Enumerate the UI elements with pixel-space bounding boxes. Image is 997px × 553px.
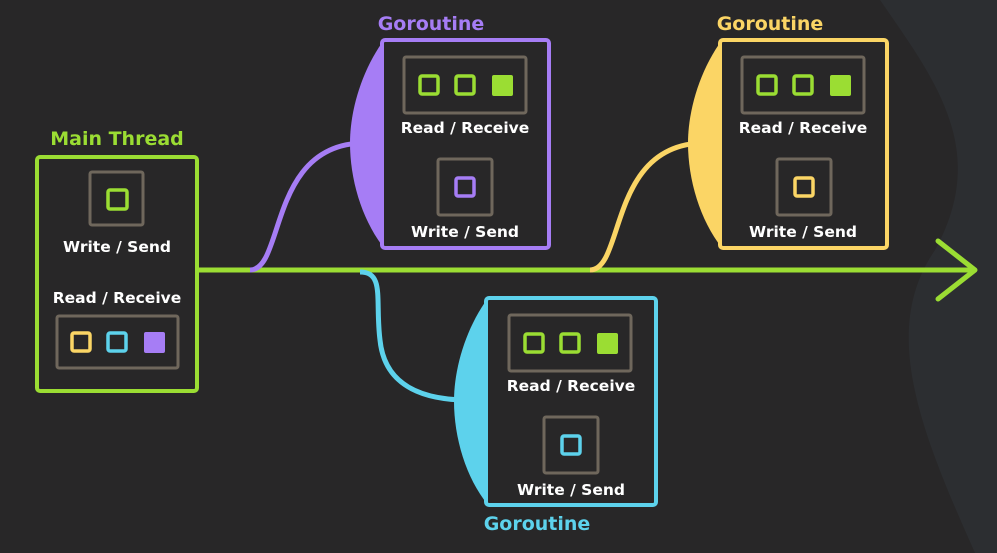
goroutine-purple: Goroutine Read / Receive Write / Send [350, 13, 551, 250]
read-square-green [792, 74, 814, 96]
read-square-green [559, 332, 581, 354]
goroutine-cyan: Read / Receive Write / Send Goroutine [454, 296, 658, 535]
write-label: Write / Send [517, 481, 625, 499]
read-channel-slot [740, 55, 866, 115]
read-square-green [418, 74, 440, 96]
write-channel-slot [88, 170, 145, 227]
goroutine-yellow-box [718, 38, 889, 250]
write-channel-slot [542, 415, 600, 475]
write-empty-square [454, 176, 476, 198]
write-channel-slot [436, 157, 494, 217]
main-thread-title: Main Thread [50, 128, 184, 150]
read-label: Read / Receive [401, 119, 530, 137]
write-empty-square [106, 188, 129, 211]
branch-yellow [589, 140, 706, 273]
branch-cyan [359, 269, 469, 403]
read-square-green [454, 74, 476, 96]
write-label: Write / Send [63, 238, 171, 256]
read-square-green-filled [492, 75, 513, 96]
read-label: Read / Receive [739, 119, 868, 137]
read-square-green-filled [830, 75, 851, 96]
read-square-cyan [106, 331, 128, 353]
write-empty-square [793, 176, 815, 198]
goroutine-cyan-tab [454, 298, 488, 505]
goroutine-purple-title: Goroutine [378, 13, 485, 35]
goroutine-purple-box [380, 38, 551, 250]
main-thread: Main Thread Write / Send Read / Receive [35, 128, 199, 393]
goroutine-cyan-box [484, 296, 658, 507]
goroutine-yellow: Goroutine Read / Receive Write / Send [688, 13, 889, 250]
write-channel-slot [775, 157, 833, 217]
goroutine-yellow-tab [688, 40, 722, 248]
read-channel-slot [55, 314, 180, 370]
branch-purple [249, 140, 366, 273]
read-channel-slot [507, 313, 633, 373]
read-square-green [756, 74, 778, 96]
goroutine-purple-tab [350, 40, 384, 248]
write-label: Write / Send [411, 223, 519, 241]
goroutine-cyan-title: Goroutine [484, 513, 591, 535]
read-label: Read / Receive [53, 289, 182, 307]
background-wave [880, 0, 997, 553]
read-square-purple-filled [144, 332, 165, 353]
read-channel-slot [402, 55, 528, 115]
timeline-arrowhead [935, 238, 978, 302]
read-square-yellow [70, 331, 92, 353]
read-square-green [523, 332, 545, 354]
main-thread-box [35, 155, 199, 393]
write-label: Write / Send [749, 223, 857, 241]
read-square-green-filled [597, 333, 618, 354]
goroutine-yellow-title: Goroutine [717, 13, 824, 35]
read-label: Read / Receive [507, 377, 636, 395]
write-empty-square [560, 434, 582, 456]
